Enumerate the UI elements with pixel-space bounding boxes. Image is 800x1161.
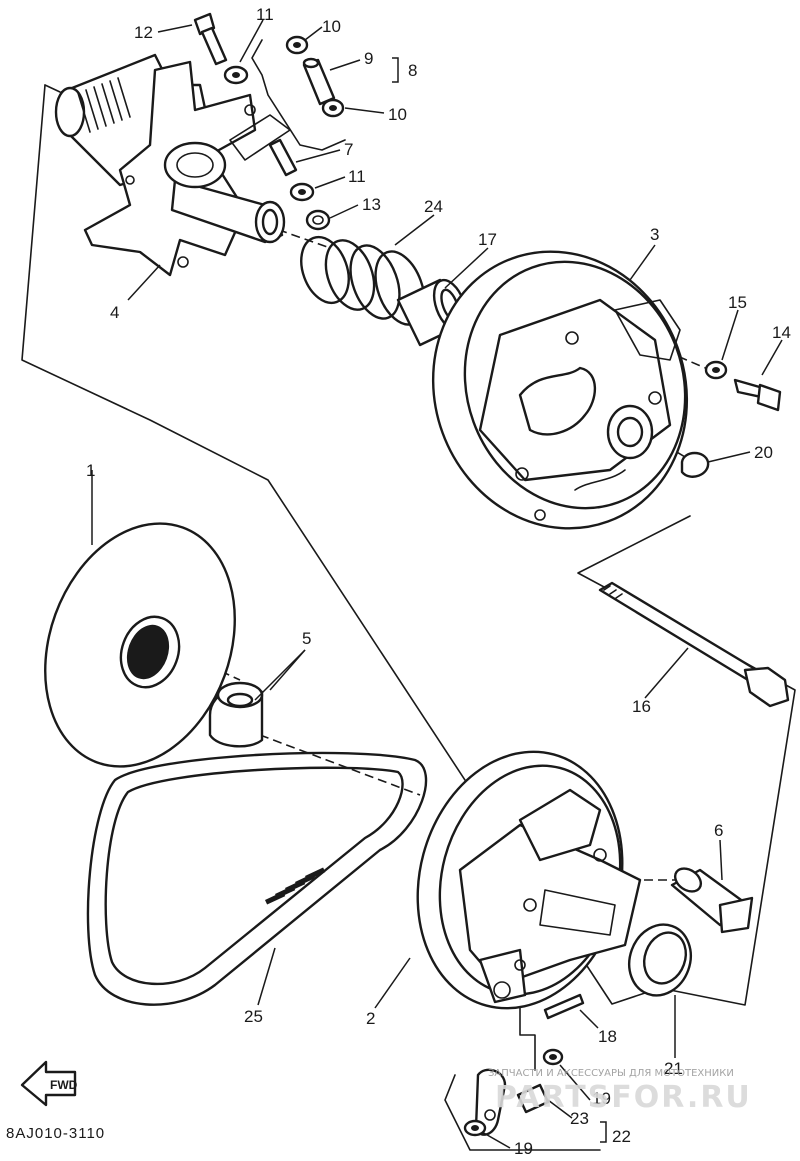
collar (628, 923, 692, 997)
callout-15: 15 (728, 293, 747, 312)
callout-numbers: 12 11 10 9 8 10 7 11 13 24 17 3 15 14 20… (86, 5, 791, 1158)
drawing-code: 8AJ010-3110 (6, 1125, 105, 1142)
watermark-site: PARTSFOR.RU (495, 1080, 752, 1115)
fwd-label: FWD (50, 1078, 78, 1092)
callout-6: 6 (714, 821, 723, 840)
slider-shoes (208, 681, 264, 748)
callout-10-top: 10 (322, 17, 341, 36)
secondary-sheave (416, 750, 642, 1010)
long-bolt (598, 581, 790, 708)
callout-17: 17 (478, 230, 497, 249)
pin (543, 993, 585, 1020)
callout-23: 23 (570, 1109, 589, 1128)
callout-9: 9 (364, 49, 373, 68)
callout-25: 25 (244, 1007, 263, 1026)
callout-1: 1 (86, 461, 95, 480)
cap-bolt-hardware (680, 360, 782, 478)
fixed-sheave (44, 522, 236, 768)
callout-19-top: 19 (592, 1089, 611, 1108)
watermark: PARTSFOR.RU ЗАПЧАСТИ И АКСЕССУАРЫ ДЛЯ МО… (488, 1068, 752, 1115)
movable-sheave-housing (431, 250, 689, 530)
weight-pin-hardware (193, 12, 345, 231)
callout-24: 24 (424, 197, 443, 216)
callout-8: 8 (408, 61, 417, 80)
callout-2: 2 (366, 1009, 375, 1028)
callout-19-bottom: 19 (514, 1139, 533, 1158)
callout-leader-lines (91, 19, 783, 1149)
cam-bushing (670, 867, 754, 934)
callout-12: 12 (134, 23, 153, 42)
callout-16: 16 (632, 697, 651, 716)
callout-3: 3 (650, 225, 659, 244)
callout-14: 14 (772, 323, 791, 342)
forward-direction-arrow: FWD (20, 1060, 78, 1107)
callout-18: 18 (598, 1027, 617, 1046)
primary-shaft-spider (54, 53, 291, 277)
callout-11-bottom: 11 (348, 167, 366, 186)
callout-4: 4 (110, 303, 119, 322)
callout-5: 5 (302, 629, 311, 648)
roller-arm-assembly (463, 1048, 564, 1137)
callout-13: 13 (362, 195, 381, 214)
watermark-caption: ЗАПЧАСТИ И АКСЕССУАРЫ ДЛЯ МОТОТЕХНИКИ (488, 1068, 734, 1079)
callout-7: 7 (344, 140, 353, 159)
callout-10-bottom: 10 (388, 105, 407, 124)
callout-22: 22 (612, 1127, 631, 1146)
drive-belt (86, 751, 428, 1006)
callout-21: 21 (664, 1059, 683, 1078)
callout-20: 20 (754, 443, 773, 462)
callout-11-top: 11 (256, 5, 274, 24)
